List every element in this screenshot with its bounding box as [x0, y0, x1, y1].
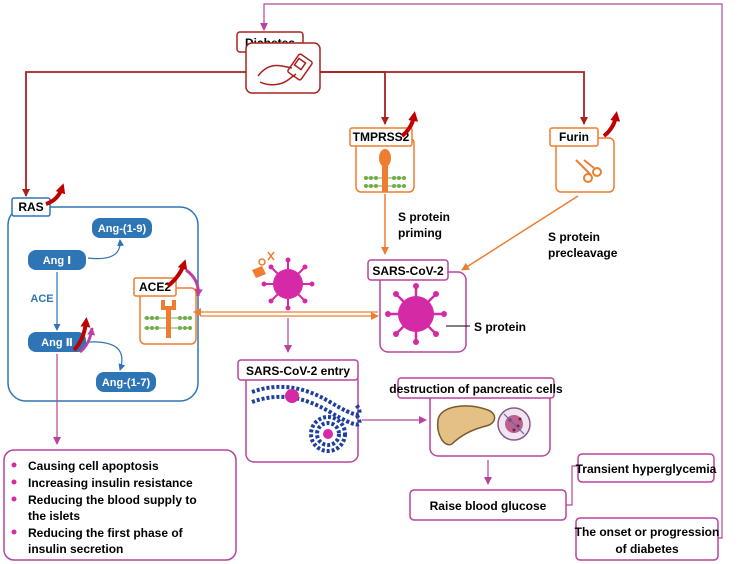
glucose-node: Raise blood glucose [409, 489, 567, 521]
upregulated-arrow-icon [602, 111, 621, 138]
glucose-branch [566, 465, 580, 506]
sars-cov-2-label: SARS-CoV-2 [372, 264, 444, 278]
ras-panel: RAS Ang-(1-9) Ang Ⅰ ACE Ang Ⅱ Ang-(1-7) … [7, 183, 203, 402]
membrane-receptor-icon [144, 300, 192, 338]
ang-1-9-label: Ang-(1-9) [98, 223, 147, 235]
svg-text:Increasing insulin resistance: Increasing insulin resistance [28, 476, 193, 490]
ang-i-node [28, 250, 86, 270]
upregulated-arrow-icon [79, 327, 96, 354]
pancreas-icon [436, 405, 496, 446]
ace-label: ACE [30, 293, 53, 305]
ace2-label: ACE2 [139, 280, 171, 294]
glucose-label: Raise blood glucose [430, 499, 547, 513]
effect-item: Reducing the first phase of insulin secr… [11, 526, 184, 556]
ang-i-label: Ang Ⅰ [43, 255, 72, 267]
entry-node: SARS-CoV-2 entry [237, 359, 362, 463]
furin-label: Furin [559, 130, 589, 144]
downregulated-arrow-icon [185, 268, 203, 297]
transient-label: Transient hyperglycemia [576, 462, 717, 476]
pancreas-label: destruction of pancreatic cells [389, 382, 563, 396]
upregulated-arrow-icon [72, 317, 91, 352]
onset-label-2: of diabetes [615, 542, 679, 556]
virus-particle-icon [385, 283, 447, 345]
membrane-protein-icon [364, 149, 406, 192]
ace2-node: ACE2 [133, 259, 203, 345]
ras-pathway-arrows [53, 239, 126, 371]
ang-ii-node [28, 332, 86, 352]
s-precleavage-label-1: S protein [548, 230, 600, 244]
pancreas-node: destruction of pancreatic cells [389, 377, 563, 457]
svg-text:Reducing the first phase of: Reducing the first phase of [28, 526, 184, 540]
ras-label: RAS [18, 200, 43, 214]
transient-node: Transient hyperglycemia [576, 453, 717, 483]
virus-icon [252, 251, 315, 311]
entry-label: SARS-CoV-2 entry [246, 364, 350, 378]
onset-label-1: The onset or progression [575, 525, 720, 539]
effect-item: Increasing insulin resistance [11, 476, 193, 490]
glucose-meter-icon [257, 53, 313, 86]
effects-list: Causing cell apoptosis Increasing insuli… [3, 449, 237, 561]
svg-text:Reducing the blood supply to: Reducing the blood supply to [28, 493, 197, 507]
onset-node: The onset or progression of diabetes [575, 517, 720, 561]
ang-1-7-node [96, 372, 156, 392]
sars-cov-2-node: SARS-CoV-2 S protein [367, 259, 526, 353]
diabetes-node: Diabetes [236, 31, 321, 94]
tmprss2-label: TMPRSS2 [353, 130, 410, 144]
diabetes-arrows [22, 71, 588, 197]
s-precleavage-label-2: precleavage [548, 246, 618, 260]
svg-text:insulin secretion: insulin secretion [28, 542, 123, 556]
s-priming-label-1: S protein [398, 210, 450, 224]
islet-cell-icon [497, 407, 531, 441]
effect-item: Reducing the blood supply to the islets [11, 493, 197, 523]
precleavage-arrow [461, 195, 579, 271]
effect-item: Causing cell apoptosis [11, 459, 159, 473]
ang-1-9-node [92, 218, 152, 238]
upregulated-arrow-icon [166, 259, 188, 288]
upregulated-arrow-icon [400, 111, 419, 138]
ang-1-7-label: Ang-(1-7) [102, 377, 151, 389]
s-priming-label-2: priming [398, 226, 442, 240]
scissors-icon [575, 159, 602, 183]
upregulated-arrow-icon [45, 183, 66, 206]
membrane-fusion-icon [251, 384, 362, 453]
tmprss2-node: TMPRSS2 [349, 111, 419, 193]
s-protein-label: S protein [474, 320, 526, 334]
ace2-binding-arrows [193, 308, 379, 320]
svg-text:Causing cell apoptosis: Causing cell apoptosis [28, 459, 159, 473]
furin-node: Furin [549, 111, 621, 193]
ang-ii-label: Ang Ⅱ [41, 337, 73, 349]
svg-text:the islets: the islets [28, 509, 80, 523]
